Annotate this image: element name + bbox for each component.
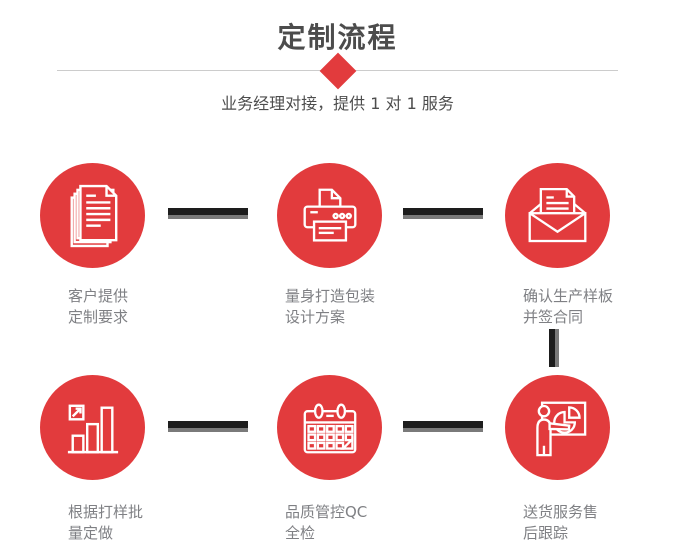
connector-line-vertical [549, 329, 559, 367]
step-label-line: 品质管控QC [285, 503, 368, 521]
section-subtitle: 业务经理对接，提供 1 对 1 服务 [221, 94, 454, 113]
step-label-line: 并签合同 [523, 308, 584, 326]
step-circle-4 [40, 375, 145, 480]
envelope-icon [526, 187, 589, 245]
diamond-accent [319, 52, 357, 90]
step-label-6: 送货服务售 后跟踪 [523, 502, 598, 544]
step-label-line: 根据打样批 [68, 503, 144, 521]
step-label-1: 客户提供 定制要求 [68, 286, 128, 328]
step-label-line: 量定做 [68, 524, 114, 542]
step-label-5: 品质管控QC 全检 [285, 502, 367, 544]
calendar-icon [301, 400, 359, 456]
step-label-2: 量身打造包装 设计方案 [285, 286, 375, 328]
page-title: 定制流程 [277, 21, 398, 54]
step-label-line: 确认生产样板 [523, 287, 614, 305]
step-label-4: 根据打样批 量定做 [68, 502, 143, 544]
step-circle-1 [40, 163, 145, 268]
step-label-line: 定制要求 [68, 308, 129, 326]
step-label-line: 设计方案 [285, 308, 346, 326]
bar-chart-icon [64, 400, 122, 456]
printer-icon [300, 186, 360, 246]
documents-icon [64, 184, 122, 248]
step-label-line: 全检 [285, 524, 316, 542]
step-circle-2 [277, 163, 382, 268]
step-label-line: 量身打造包装 [285, 287, 376, 305]
connector-line [403, 421, 483, 432]
connector-line [168, 208, 248, 219]
connector-line [403, 208, 483, 219]
step-circle-5 [277, 375, 382, 480]
step-label-line: 后跟踪 [523, 524, 569, 542]
step-label-line: 客户提供 [68, 287, 129, 305]
step-label-3: 确认生产样板 并签合同 [523, 286, 613, 328]
presentation-icon [527, 399, 589, 457]
step-label-line: 送货服务售 [523, 503, 599, 521]
connector-line [168, 421, 248, 432]
step-circle-6 [505, 375, 610, 480]
step-circle-3 [505, 163, 610, 268]
